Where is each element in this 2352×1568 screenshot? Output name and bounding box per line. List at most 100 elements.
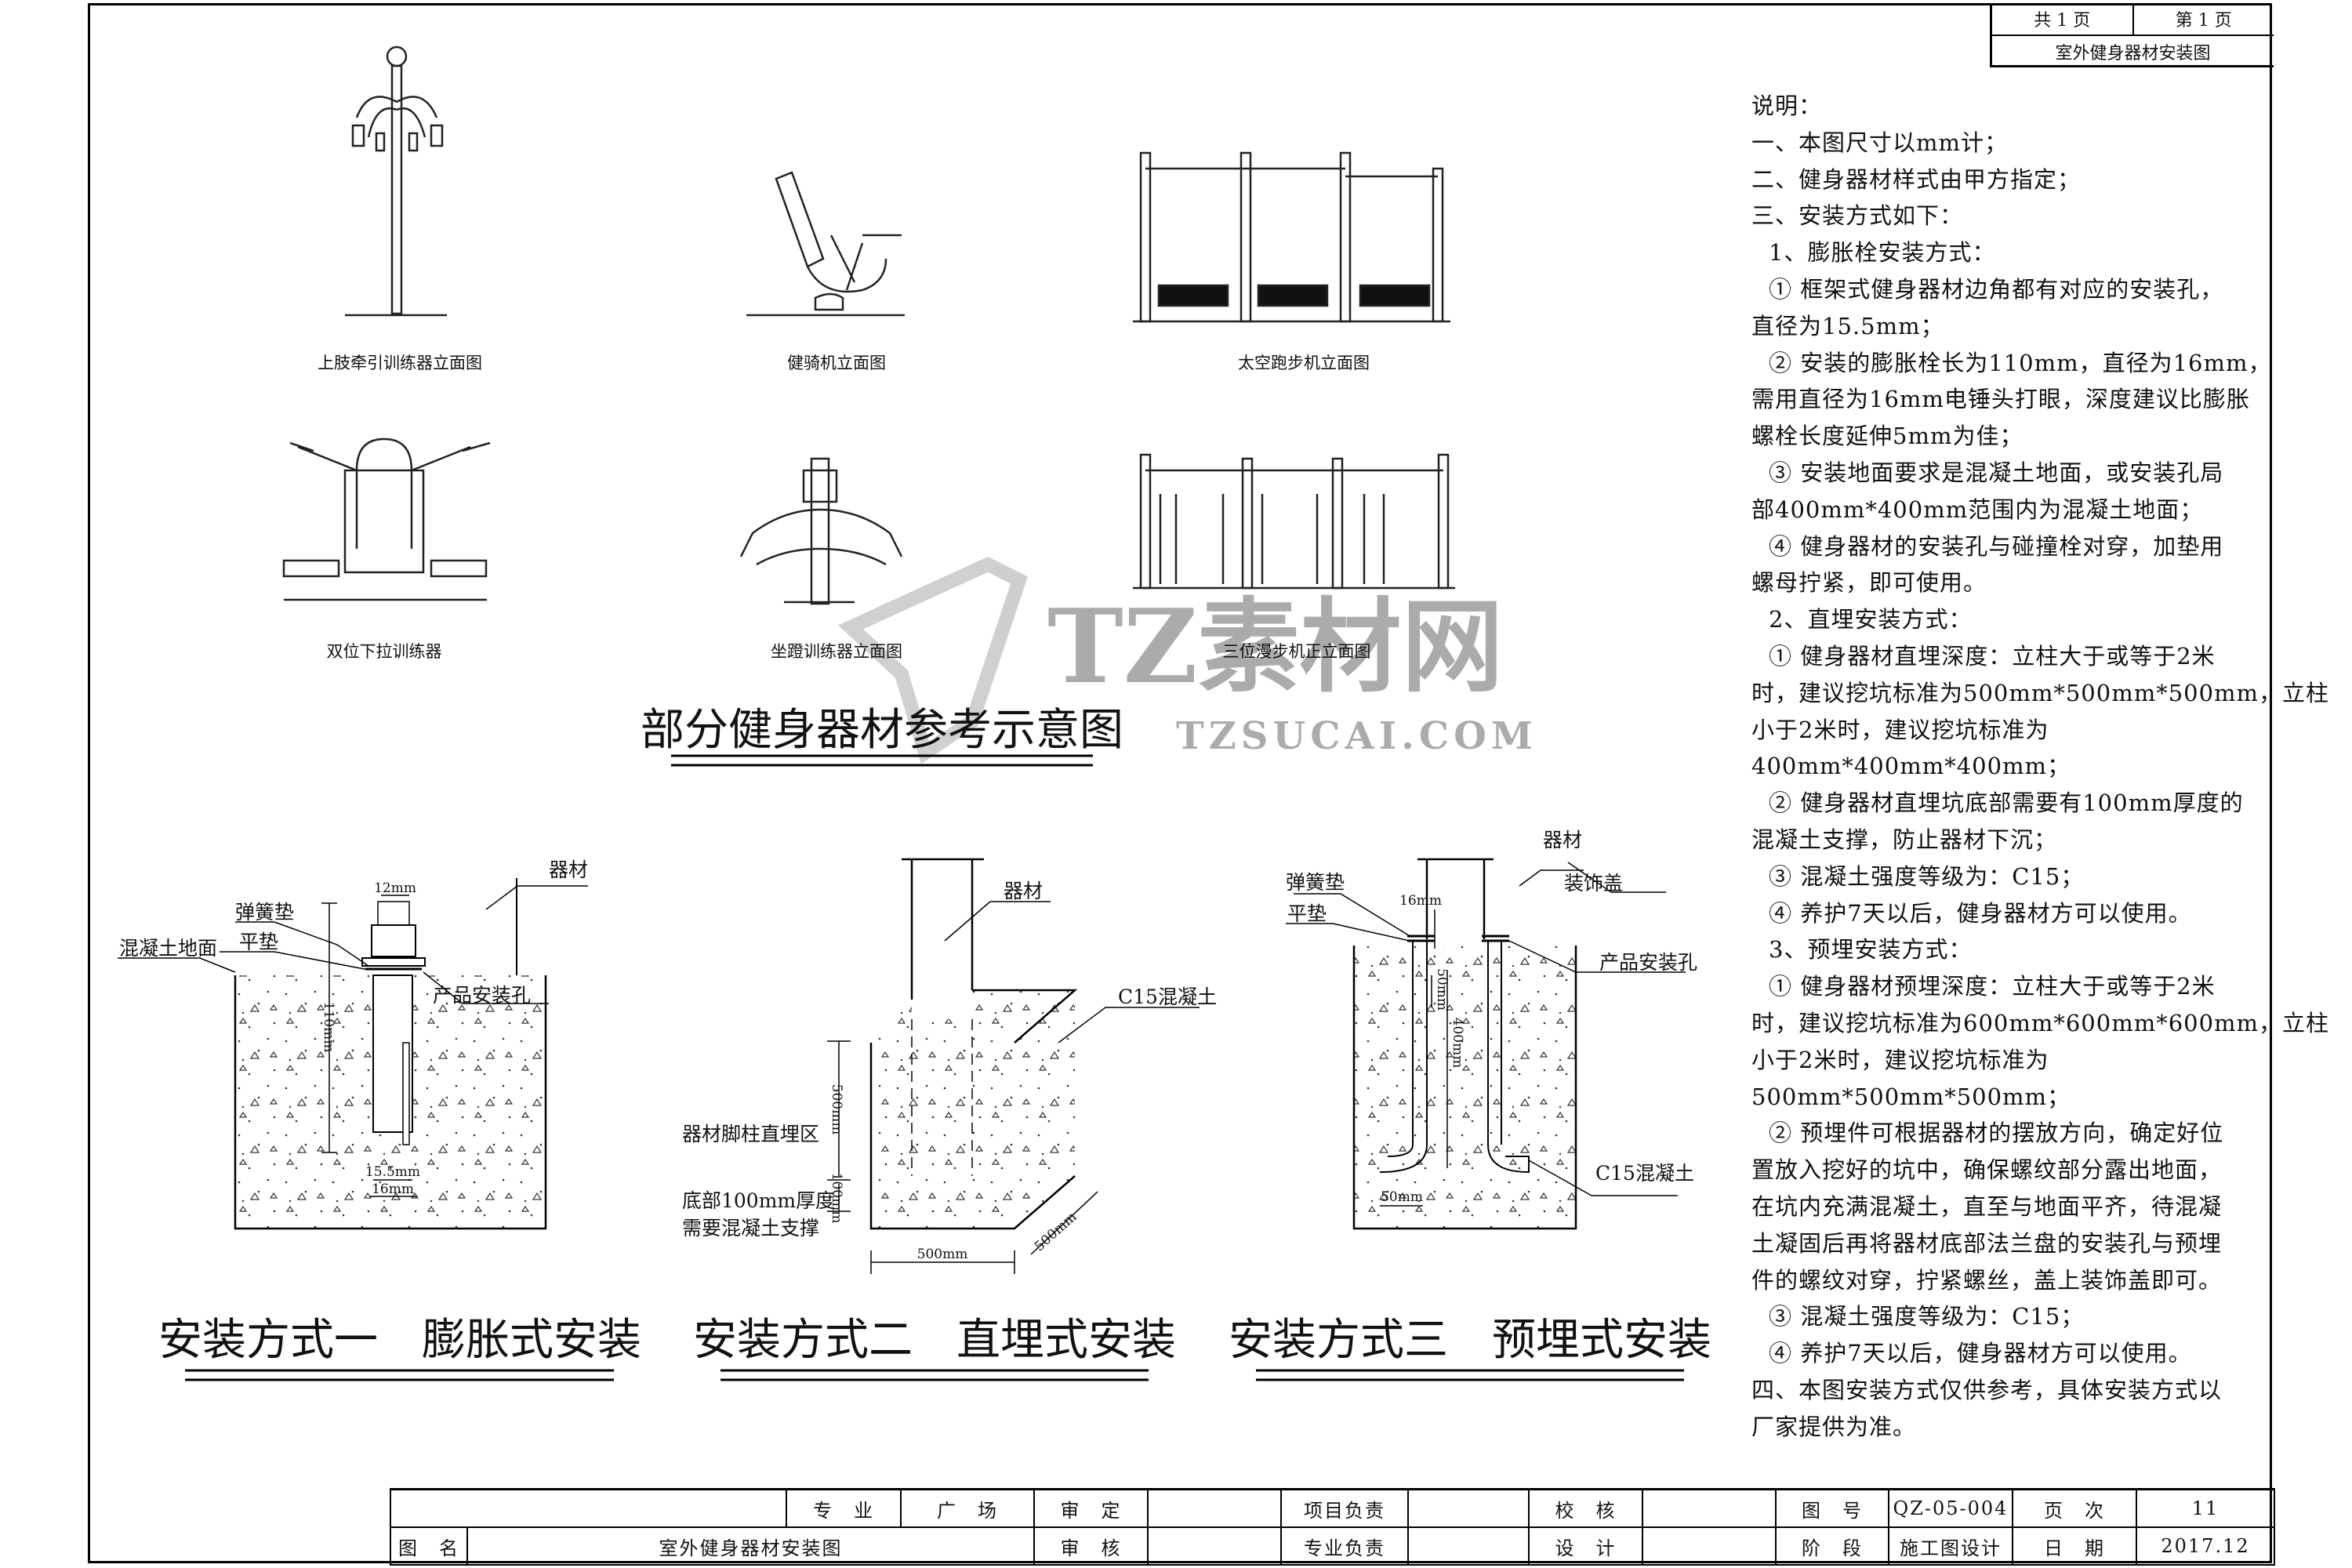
note-line: ④ 健身器材的安装孔与碰撞栓对穿，加垫用 bbox=[1769, 532, 2224, 560]
triple-walker-drawing bbox=[1133, 453, 1455, 590]
label-embed-zone: 器材脚柱直埋区 bbox=[682, 1123, 819, 1145]
check-value bbox=[1642, 1488, 1777, 1528]
equipment-caption: 双位下拉训练器 bbox=[327, 642, 442, 661]
label-concrete: C15混凝土 bbox=[1118, 985, 1217, 1008]
note-line: 3、预埋安装方式： bbox=[1769, 936, 1973, 964]
design-value bbox=[1642, 1526, 1777, 1566]
detail-pre-embedded: 器材 装饰盖 弹簧垫 平垫 产品安装孔 C15混凝土 16mm 50mm 400… bbox=[1229, 829, 1711, 1381]
dim-hook: 50mm bbox=[1381, 1189, 1423, 1205]
note-line: 500mm*500mm*500mm； bbox=[1751, 1083, 2071, 1110]
note-line: ① 框架式健身器材边角都有对应的安装孔， bbox=[1769, 275, 2224, 303]
note-line: ③ 安装地面要求是混凝土地面，或安装孔局 bbox=[1769, 459, 2224, 486]
page-value: 11 bbox=[2136, 1488, 2275, 1528]
label-mount-hole: 产品安装孔 bbox=[433, 984, 531, 1007]
discipline-lead-label: 专业负责 bbox=[1280, 1526, 1409, 1566]
label-equipment: 器材 bbox=[1543, 829, 1582, 851]
note-line: 一、本图尺寸以mm计； bbox=[1751, 129, 2008, 156]
note-line: 螺栓长度延伸5mm为佳； bbox=[1751, 423, 2024, 450]
dim-base: 100mm bbox=[829, 1173, 844, 1224]
name-value: 室外健身器材安装图 bbox=[466, 1526, 1035, 1566]
label-spring-washer: 弹簧垫 bbox=[1286, 871, 1345, 894]
name-label: 图 名 bbox=[390, 1526, 468, 1566]
date-label: 日 期 bbox=[2012, 1526, 2137, 1566]
note-line: 三、安装方式如下： bbox=[1751, 202, 1964, 230]
note-line: 说明： bbox=[1751, 93, 1823, 119]
approve-value bbox=[1147, 1488, 1282, 1528]
note-line: 件的螺纹对穿，拧紧螺丝，盖上装饰盖即可。 bbox=[1751, 1266, 2223, 1294]
label-spring-washer: 弹簧垫 bbox=[235, 901, 294, 924]
note-line: 二、健身器材样式由甲方指定； bbox=[1751, 165, 2082, 193]
review-label: 审 核 bbox=[1033, 1526, 1149, 1566]
label-concrete: C15混凝土 bbox=[1595, 1162, 1694, 1185]
note-line: 400mm*400mm*400mm； bbox=[1751, 753, 2071, 780]
stage-value: 施工图设计 bbox=[1888, 1526, 2013, 1566]
total-pages: 共 1 页 bbox=[2034, 11, 2091, 31]
discipline-label: 专 业 bbox=[786, 1488, 902, 1528]
project-lead-label: 项目负责 bbox=[1280, 1488, 1409, 1528]
equipment-section-heading: 部分健身器材参考示意图 bbox=[641, 705, 1123, 756]
method1-title: 安装方式一 膨胀式安装 bbox=[158, 1315, 641, 1366]
note-line: 小于2米时，建议挖坑标准为 bbox=[1751, 716, 2049, 743]
notes-panel: 说明： 一、本图尺寸以mm计； 二、健身器材样式由甲方指定； 三、安装方式如下： 1、膨… bbox=[1751, 88, 2330, 1445]
dual-pulldown-drawing bbox=[282, 437, 491, 601]
method2-title: 安装方式二 直埋式安装 bbox=[693, 1315, 1176, 1366]
drawing-no-value: QZ-05-004 bbox=[1888, 1488, 2013, 1528]
note-line: ① 健身器材直埋深度：立柱大于或等于2米 bbox=[1769, 642, 2216, 670]
equipment-caption: 太空跑步机立面图 bbox=[1238, 354, 1370, 372]
note-line: ③ 混凝土强度等级为：C15； bbox=[1769, 862, 2085, 890]
discipline-value: 广 场 bbox=[900, 1488, 1035, 1528]
review-value bbox=[1147, 1526, 1282, 1566]
note-line: 置放入挖好的坑中，确保螺纹部分露出地面， bbox=[1751, 1156, 2223, 1184]
dim-width: 500mm bbox=[917, 1247, 968, 1262]
dim-bolt-diameter: 16mm bbox=[1399, 893, 1442, 909]
dim-depth: 500mm bbox=[829, 1084, 844, 1135]
upper-limb-trainer-drawing bbox=[345, 45, 447, 317]
stage-label: 阶 段 bbox=[1775, 1526, 1889, 1566]
sheet-info-box: 共 1 页第 1 页 室外健身器材安装图 bbox=[1990, 3, 2274, 67]
note-line: 需用直径为16mm电锤头打眼，深度建议比膨胀 bbox=[1751, 386, 2250, 413]
dim-length: 500mm bbox=[1032, 1209, 1080, 1254]
design-label: 设 计 bbox=[1528, 1526, 1643, 1566]
title-block: 专 业 广 场 审 定 项目负责 校 核 图 号 QZ-05-004 页 次 1… bbox=[390, 1488, 2275, 1566]
sheet-title: 室外健身器材安装图 bbox=[2055, 44, 2211, 64]
note-line: 混凝土支撑，防止器材下沉； bbox=[1751, 826, 2058, 853]
note-line: 四、本图安装方式仅供参考，具体安装方式以 bbox=[1751, 1376, 2223, 1403]
space-walker-drawing bbox=[1133, 151, 1450, 323]
method3-title: 安装方式三 预埋式安装 bbox=[1229, 1315, 1711, 1366]
label-equipment: 器材 bbox=[549, 858, 588, 881]
leg-press-drawing bbox=[739, 457, 903, 605]
note-line: 部400mm*400mm范围内为混凝土地面； bbox=[1751, 495, 2204, 523]
label-bottom-line2: 需要混凝土支撑 bbox=[682, 1217, 819, 1240]
discipline-lead-value bbox=[1407, 1526, 1530, 1566]
note-line: ② 健身器材直埋坑底部需要有100mm厚度的 bbox=[1769, 789, 2244, 817]
rider-drawing bbox=[746, 171, 905, 317]
label-mount-hole: 产品安装孔 bbox=[1599, 951, 1697, 974]
dim-nut: 12mm bbox=[374, 880, 416, 896]
dim-bolt-length: 110mm bbox=[321, 1002, 336, 1053]
label-cover: 装饰盖 bbox=[1564, 872, 1623, 895]
note-line: ④ 养护7天以后，健身器材方可以使用。 bbox=[1769, 899, 2192, 927]
watermark: TZ素材网 TZSUCAI.COM bbox=[837, 557, 1533, 764]
note-line: 厂家提供为准。 bbox=[1751, 1413, 1917, 1440]
drawing-no-label: 图 号 bbox=[1775, 1488, 1889, 1528]
detail-direct-burial: 器材 C15混凝土 器材脚柱直埋区 底部100mm厚度 需要混凝土支撑 500m… bbox=[682, 858, 1217, 1381]
note-line: 土凝固后再将器材底部法兰盘的安装孔与预埋 bbox=[1751, 1229, 2223, 1257]
approve-label: 审 定 bbox=[1033, 1488, 1149, 1528]
page-label: 页 次 bbox=[2012, 1488, 2137, 1528]
label-flat-washer: 平垫 bbox=[239, 931, 278, 953]
project-lead-value bbox=[1407, 1488, 1530, 1528]
note-line: 小于2米时，建议挖坑标准为 bbox=[1751, 1046, 2049, 1073]
detail-expansion-bolt: 器材 弹簧垫 平垫 混凝土地面 产品安装孔 12mm 110mm 15.5mm … bbox=[118, 858, 641, 1381]
blank-cell bbox=[390, 1488, 787, 1528]
note-line: 时，建议挖坑标准为600mm*600mm*600mm，立柱 bbox=[1751, 1009, 2330, 1036]
date-value: 2017.12 bbox=[2136, 1526, 2275, 1566]
note-line: 在坑内充满混凝土，直至与地面平齐，待混凝 bbox=[1751, 1192, 2223, 1220]
note-line: 直径为15.5mm； bbox=[1751, 312, 1944, 339]
note-line: 2、直埋安装方式： bbox=[1769, 606, 1973, 633]
dim-thread: 50mm bbox=[1434, 968, 1450, 1011]
label-equipment: 器材 bbox=[1004, 880, 1043, 902]
note-line: 1、膨胀栓安装方式： bbox=[1769, 239, 1996, 267]
label-concrete-ground: 混凝土地面 bbox=[119, 937, 217, 960]
dim-hole: 15.5mm bbox=[365, 1164, 420, 1180]
